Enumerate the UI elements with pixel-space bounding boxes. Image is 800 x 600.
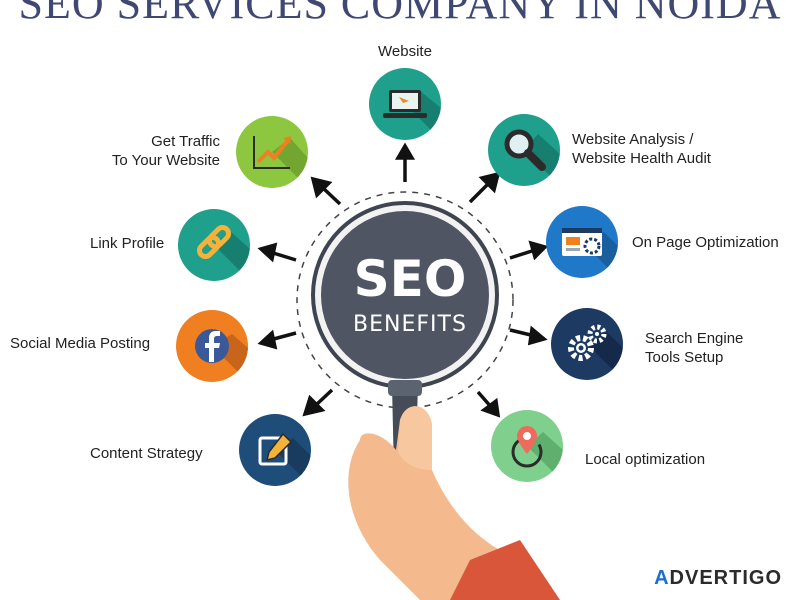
webpage-gear-icon xyxy=(546,206,618,278)
label-search-engine: Search Engine Tools Setup xyxy=(645,329,743,367)
logo-prefix: A xyxy=(654,567,670,589)
chain-link-icon xyxy=(178,209,250,281)
growth-chart-icon xyxy=(236,116,308,188)
magnifier-icon xyxy=(488,114,560,186)
label-search-engine-line2: Tools Setup xyxy=(645,349,724,366)
gears-icon xyxy=(551,308,623,380)
center-subtitle: BENEFITS xyxy=(353,312,467,337)
label-website-analysis-line1: Website Analysis / xyxy=(572,131,694,148)
label-get-traffic-line1: Get Traffic xyxy=(151,133,220,150)
label-get-traffic-line2: To Your Website xyxy=(111,152,220,169)
location-pin-icon xyxy=(491,410,563,482)
page-banner-title: SEO SERVICES COMPANY IN NOIDA xyxy=(18,0,782,28)
label-content-strategy: Content Strategy xyxy=(90,445,203,462)
logo-name: DVERTIGO xyxy=(669,567,782,589)
label-link-profile: Link Profile xyxy=(90,235,165,252)
label-website-analysis-line2: Website Health Audit xyxy=(572,150,711,167)
label-social-media-posting: Social Media Posting xyxy=(10,335,151,352)
laptop-icon xyxy=(369,68,441,140)
label-search-engine-line1: Search Engine xyxy=(645,330,744,347)
label-get-traffic: Get Traffic To Your Website xyxy=(90,132,220,170)
label-on-page-optimization: On Page Optimization xyxy=(632,234,779,251)
label-website-analysis: Website Analysis / Website Health Audit xyxy=(572,130,711,168)
label-website: Website xyxy=(378,43,432,60)
facebook-icon xyxy=(176,310,248,382)
label-local-optimization: Local optimization xyxy=(585,451,706,468)
center-title: SEO xyxy=(353,250,467,308)
advertigo-logo: ADVERTIGO xyxy=(654,567,782,590)
edit-icon xyxy=(239,414,311,486)
